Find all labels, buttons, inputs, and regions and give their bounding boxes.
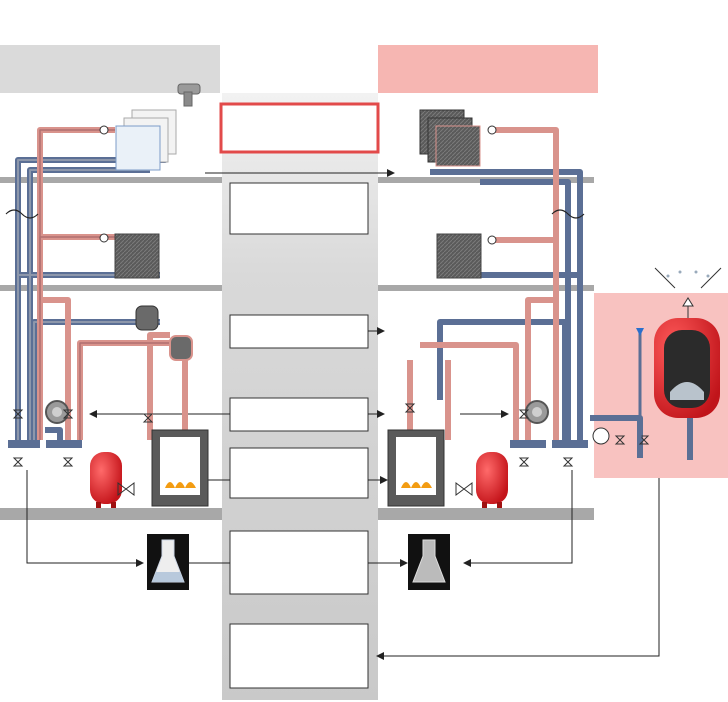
pump-right bbox=[525, 400, 549, 424]
center-box-3 bbox=[229, 314, 369, 349]
center-box-5 bbox=[229, 447, 369, 499]
floor-middle-right bbox=[378, 285, 594, 291]
flask-icon-right bbox=[408, 534, 450, 590]
floor-ground-left bbox=[0, 508, 222, 520]
valve-icon-group-left bbox=[12, 125, 154, 496]
center-box-top bbox=[219, 102, 380, 154]
pressure-valve bbox=[654, 267, 722, 318]
flask-icon-left bbox=[147, 534, 189, 590]
arrow-vessel-box7 bbox=[376, 478, 660, 660]
radiator-key-icon bbox=[177, 83, 201, 107]
expansion-vessel-right bbox=[476, 452, 508, 508]
radiator-upper-left-ghost bbox=[115, 109, 177, 171]
arrow-right-flask bbox=[463, 470, 573, 567]
radiator-middle-right bbox=[436, 233, 482, 279]
arrow-left-flask bbox=[26, 470, 144, 567]
pump-red-zone bbox=[592, 427, 610, 445]
center-box-7 bbox=[229, 623, 369, 689]
heater-left bbox=[151, 429, 209, 507]
center-box-4 bbox=[229, 397, 369, 432]
heater-right bbox=[387, 429, 445, 507]
expansion-vessel-left bbox=[90, 452, 122, 508]
right-header-bar bbox=[378, 45, 598, 93]
fill-marker bbox=[636, 328, 644, 336]
air-separator-left-b bbox=[169, 335, 193, 361]
air-separator-left-a bbox=[135, 305, 159, 331]
radiator-upper-right bbox=[419, 109, 481, 167]
pipe-break-left bbox=[5, 209, 39, 219]
pump-left bbox=[45, 400, 69, 424]
floor-ground-right bbox=[378, 508, 594, 520]
valve-icon-group-right bbox=[404, 125, 650, 496]
floor-middle-left bbox=[0, 285, 222, 291]
center-box-2 bbox=[229, 182, 369, 235]
right-piping bbox=[407, 127, 693, 460]
left-piping bbox=[8, 127, 188, 448]
center-box-6 bbox=[229, 530, 369, 595]
radiator-middle-left bbox=[114, 233, 160, 279]
big-expansion-vessel bbox=[654, 318, 720, 418]
pipe-break-right bbox=[551, 209, 585, 219]
floor-upper-left bbox=[0, 177, 222, 183]
